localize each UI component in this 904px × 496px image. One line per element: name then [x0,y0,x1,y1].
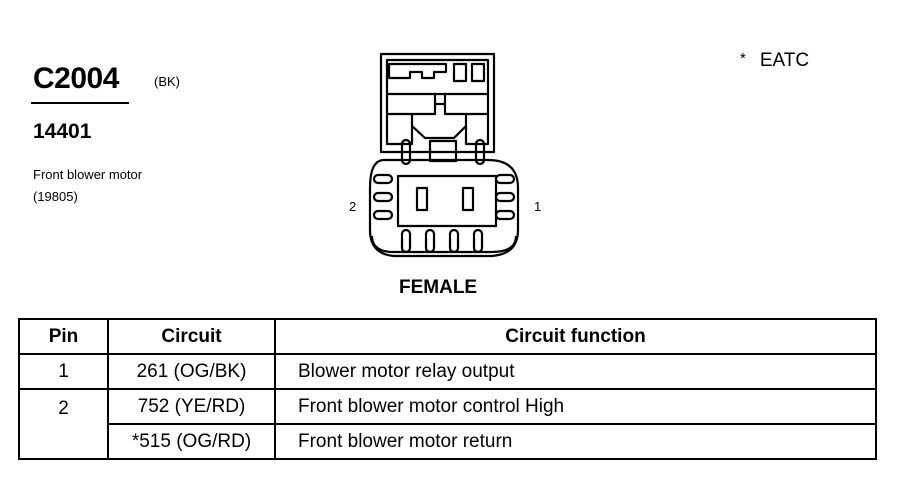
housing-lower [368,158,520,258]
connector-gender: FEMALE [399,277,478,298]
rib-bottom-4 [472,228,484,254]
key-left [385,94,437,116]
pinout-table: Pin Circuit Circuit function 1 261 (OG/B… [18,318,877,460]
connector-id: C2004 [33,62,119,95]
guide-right [464,114,490,146]
component-description: Front blower motor [33,167,143,182]
circuit-cell: *515 (OG/RD) [107,423,276,460]
table-row: *515 (OG/RD) Front blower motor return [19,423,877,460]
pin-cell: 2 [18,388,109,460]
rib-bottom-1 [400,228,412,254]
rib-right-1 [494,173,516,185]
function-cell: Blower motor relay output [274,353,877,390]
terminal-pin-1 [461,186,475,212]
header-circuit: Circuit [107,318,276,355]
latch-window-left [452,62,468,83]
rib-left-1 [372,173,394,185]
housing-upper-inner [385,58,490,96]
circuit-cell: 261 (OG/BK) [107,353,276,390]
connector-face-drawing [368,52,520,258]
header-pin: Pin [18,318,109,355]
pin-cell: 1 [18,353,109,390]
funnel [411,125,467,140]
terminal-cavity [396,174,498,228]
function-cell: Front blower motor return [274,423,877,460]
rib-bottom-3 [448,228,460,254]
note-marker: * [740,50,746,67]
terminal-pin-2 [415,186,429,212]
rib-right-2 [494,191,516,203]
table-header-row: Pin Circuit Circuit function [18,318,877,355]
latch-window-right [470,62,486,83]
connector-id-underline [31,102,129,104]
rib-left-3 [372,209,394,221]
component-number: (19805) [33,189,78,204]
latch-slot [387,62,448,80]
header-circuit-function: Circuit function [274,318,877,355]
table-row: 1 261 (OG/BK) Blower motor relay output [18,353,877,390]
rib-bottom-2 [424,228,436,254]
table-row: 2 752 (YE/RD) Front blower motor control… [18,388,877,460]
rib-top-1 [400,138,412,166]
note: * EATC [740,50,809,72]
circuit-cell: 752 (YE/RD) [107,388,276,425]
housing-lower-inner [370,235,518,254]
guide-left [385,114,414,146]
rib-top-2 [474,138,486,166]
part-number: 14401 [33,120,92,143]
pin-label-1: 1 [534,199,542,214]
note-text: EATC [759,50,810,71]
pin-label-2: 2 [349,199,357,214]
rib-left-2 [372,191,394,203]
key-right [443,94,490,116]
function-cell: Front blower motor control High [274,388,877,425]
rib-right-3 [494,209,516,221]
connector-color: (BK) [154,74,180,89]
housing-upper [379,52,496,154]
